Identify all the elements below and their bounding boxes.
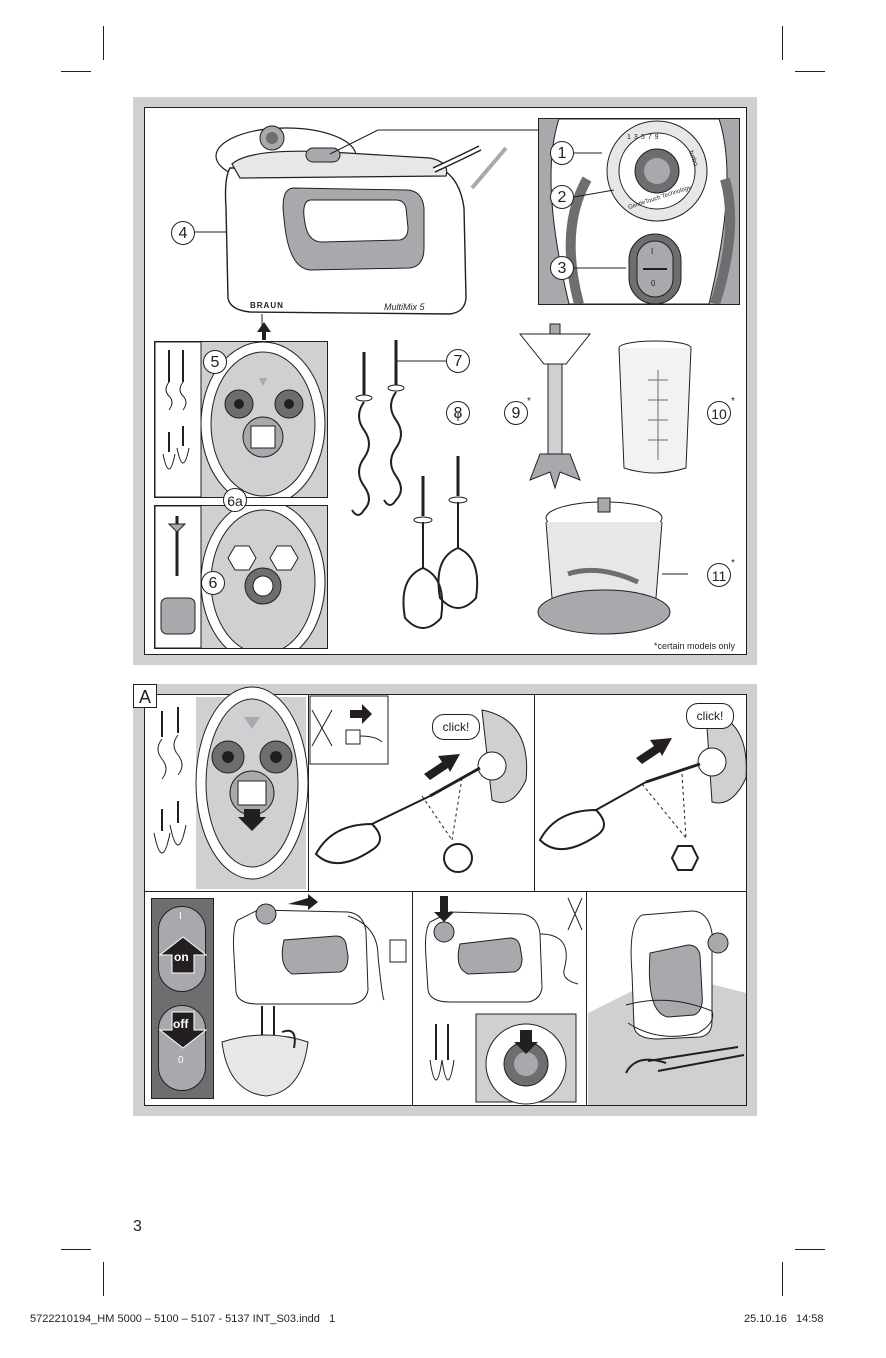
a2-unplug-illustration <box>309 695 389 765</box>
crop-mark <box>103 26 104 60</box>
a1-socket-illustration <box>153 686 309 889</box>
off-label: off <box>173 1017 189 1031</box>
grid-divider <box>586 891 587 1106</box>
a5-mixing-illustration <box>221 894 407 1097</box>
callout-6: 6 <box>201 571 225 595</box>
footer-date: 25.10.16 14:58 <box>744 1313 824 1325</box>
callout-5: 5 <box>203 350 227 374</box>
chopper-attachment <box>537 497 688 635</box>
dial-illustration <box>550 119 736 304</box>
crop-mark <box>795 1249 825 1250</box>
callout-leaders-top <box>194 152 626 269</box>
hand-blender-attachment <box>518 323 592 490</box>
switch-on-mark-a: I <box>179 911 182 922</box>
figure-a-label: A <box>133 684 157 708</box>
callout-2: 2 <box>550 185 574 209</box>
socket-inset-2 <box>154 505 328 649</box>
arrow-up-on-icon <box>158 936 208 974</box>
grid-divider <box>412 891 413 1106</box>
hand-mixer-illustration <box>215 125 508 328</box>
click-burst-2: click! <box>686 703 734 729</box>
socket-inset-1 <box>154 341 328 498</box>
crop-mark <box>795 71 825 72</box>
grid-divider <box>144 891 747 892</box>
brand-logo: BRAUN <box>250 301 284 310</box>
dial-scale: 13579 <box>627 134 662 141</box>
callout-leaders-mid <box>396 360 459 421</box>
callout-1: 1 <box>550 141 574 165</box>
dial-scale-1: 1 <box>627 134 634 141</box>
crop-mark <box>61 1249 91 1250</box>
zoom-leader-line <box>329 129 542 155</box>
a3-insert-hook-illustration <box>538 711 747 871</box>
page-number: 3 <box>133 1218 142 1235</box>
crop-mark <box>61 71 91 72</box>
a7-storage-illustration <box>588 893 746 1105</box>
arrow-up-icon <box>257 322 271 340</box>
on-label: on <box>174 950 189 964</box>
a6-eject-illustration <box>425 896 583 1105</box>
footnote-certain-models: *certain models only <box>654 641 736 651</box>
model-label: MultiMix 5 <box>384 302 425 312</box>
callout-10-asterisk: * <box>731 396 735 407</box>
callout-9: 9 <box>504 401 528 425</box>
measuring-beaker <box>618 340 692 474</box>
socket-illustration-1 <box>155 342 326 497</box>
click-burst-1: click! <box>432 714 480 740</box>
callout-7: 7 <box>446 349 470 373</box>
dial-scale-9: 9 <box>654 134 662 141</box>
grid-divider <box>308 694 309 891</box>
socket-illustration-2 <box>155 506 326 648</box>
dial-scale-7: 7 <box>647 134 655 141</box>
crop-mark <box>782 26 783 60</box>
footer-filename: 5722210194_HM 5000 – 5100 – 5107 - 5137 … <box>30 1313 336 1325</box>
dough-hooks-and-beaters <box>351 340 479 629</box>
crop-mark <box>782 1262 783 1296</box>
arrow-down-off-icon <box>158 1011 208 1049</box>
callout-6a: 6a <box>223 488 247 512</box>
callout-3: 3 <box>550 256 574 280</box>
dial-scale-5: 5 <box>640 134 648 141</box>
crop-mark <box>103 1262 104 1296</box>
callout-11: 11 <box>707 563 731 587</box>
callout-9-asterisk: * <box>527 396 531 407</box>
control-dial-inset: 13579 turbo GentleTouch Technology I 0 <box>538 118 740 305</box>
callout-11-asterisk: * <box>731 558 735 569</box>
switch-off-mark: 0 <box>651 279 656 288</box>
switch-off-mark-a: 0 <box>178 1055 184 1066</box>
callout-4: 4 <box>171 221 195 245</box>
switch-on-mark: I <box>651 247 654 256</box>
dial-scale-3: 3 <box>633 134 641 141</box>
callout-10: 10 <box>707 401 731 425</box>
grid-divider <box>534 694 535 891</box>
a2-insert-beater-illustration <box>314 709 528 873</box>
